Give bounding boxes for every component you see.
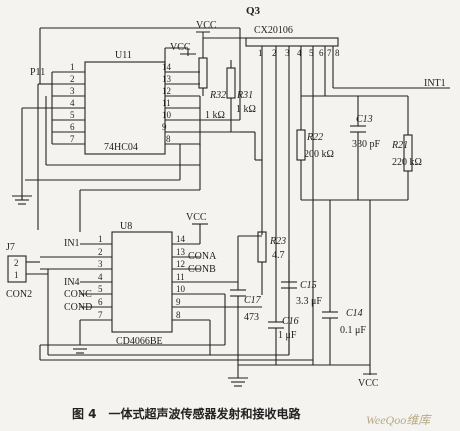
r32-ref: R32 xyxy=(209,90,226,101)
int1-label: INT1 xyxy=(424,78,446,89)
conc-label: CONC xyxy=(64,289,92,300)
q3-pin-2: 2 xyxy=(272,48,277,58)
watermark: WeeQoo维库 xyxy=(366,413,432,427)
c16-value: 1 μF xyxy=(278,330,297,341)
vcc-symbols xyxy=(180,31,377,375)
q3-pin-3: 3 xyxy=(285,48,290,58)
u11-pin-3: 3 xyxy=(70,86,75,96)
u8-pin-10: 10 xyxy=(176,284,186,294)
j7-pin-1: 1 xyxy=(14,270,19,280)
r31-ref: R31 xyxy=(236,90,253,101)
u11-pin-14: 14 xyxy=(162,62,172,72)
conb-label: CONB xyxy=(188,264,216,275)
u8-pin-3: 3 xyxy=(98,259,103,269)
r23-value: 4.7 xyxy=(272,250,285,261)
cona-label: CONA xyxy=(188,251,217,262)
u8-part: CD4066BE xyxy=(116,336,163,347)
c17-ref: C17 xyxy=(244,295,262,306)
u8-pin-4: 4 xyxy=(98,272,103,282)
u11-pin-5: 5 xyxy=(70,110,75,120)
u8-pin-7: 7 xyxy=(98,310,103,320)
q3-ref: Q3 xyxy=(246,5,261,17)
u11-pin-6: 6 xyxy=(70,122,75,132)
vcc-label-u8: VCC xyxy=(186,212,207,223)
u11-pin-1: 1 xyxy=(70,62,75,72)
u8-pin-6: 6 xyxy=(98,297,103,307)
c15-ref: C15 xyxy=(300,280,317,291)
p11-label: P11 xyxy=(30,67,45,78)
figure-caption: 图 4 一体式超声波传感器发射和接收电路 xyxy=(72,406,302,421)
vcc-label-r32: VCC xyxy=(196,20,217,31)
u8-ref: U8 xyxy=(120,221,132,232)
q3-pin-7: 7 xyxy=(327,48,332,58)
q3-pin-1: 1 xyxy=(258,48,263,58)
c13-ref: C13 xyxy=(356,114,373,125)
u11-ref: U11 xyxy=(115,50,132,61)
u8-pin-1: 1 xyxy=(98,234,103,244)
j7-body xyxy=(7,255,27,283)
r21-ref: R21 xyxy=(391,140,408,151)
j7-pin-2: 2 xyxy=(14,258,19,268)
r31-value: 1 kΩ xyxy=(236,104,256,115)
r23-ref: R23 xyxy=(269,236,286,247)
u8-pin-14: 14 xyxy=(176,234,186,244)
u8-body xyxy=(111,231,173,333)
u11-pin-13: 13 xyxy=(162,74,172,84)
vcc-label-bottom: VCC xyxy=(358,378,379,389)
c14-value: 0.1 μF xyxy=(340,325,366,336)
u11-pin-9: 9 xyxy=(162,122,167,132)
wires xyxy=(7,27,450,387)
u11-pin-11: 11 xyxy=(162,98,171,108)
j7-ref: J7 xyxy=(6,242,15,253)
u11-pin-4: 4 xyxy=(70,98,75,108)
q3-pin-5: 5 xyxy=(309,48,314,58)
in4-label: IN4 xyxy=(64,277,80,288)
r21-value: 220 kΩ xyxy=(392,157,422,168)
u8-pin-9: 9 xyxy=(176,297,181,307)
r22-ref: R22 xyxy=(306,132,323,143)
u8-pin-12: 12 xyxy=(176,259,185,269)
q3-pin-8: 8 xyxy=(335,48,340,58)
q3-part: CX20106 xyxy=(254,25,293,36)
vcc-label-u11: VCC xyxy=(170,42,191,53)
u8-pin-8: 8 xyxy=(176,310,181,320)
in1-label: IN1 xyxy=(64,238,80,249)
u11-body xyxy=(84,61,166,155)
c14-ref: C14 xyxy=(346,308,363,319)
u11-pin-12: 12 xyxy=(162,86,171,96)
u11-pin-2: 2 xyxy=(70,74,75,84)
u11-part: 74HC04 xyxy=(104,142,138,153)
u8-pin-2: 2 xyxy=(98,247,103,257)
q3-pin-4: 4 xyxy=(297,48,302,58)
c15-value: 3.3 μF xyxy=(296,296,322,307)
u8-pin-5: 5 xyxy=(98,284,103,294)
r32-value: 1 kΩ xyxy=(205,110,225,121)
q3-body xyxy=(245,37,339,47)
cond-label: COND xyxy=(64,302,92,313)
c17-value: 473 xyxy=(244,312,259,323)
u11-pin-10: 10 xyxy=(162,110,172,120)
c16-ref: C16 xyxy=(282,316,299,327)
q3-pin-6: 6 xyxy=(319,48,324,58)
r22-value: 200 kΩ xyxy=(304,149,334,160)
c13-value: 330 pF xyxy=(352,139,381,150)
u11-pin-7: 7 xyxy=(70,134,75,144)
j7-name: CON2 xyxy=(6,289,32,300)
u11-pin-8: 8 xyxy=(166,134,171,144)
u8-pin-11: 11 xyxy=(176,272,185,282)
u8-pin-13: 13 xyxy=(176,247,186,257)
